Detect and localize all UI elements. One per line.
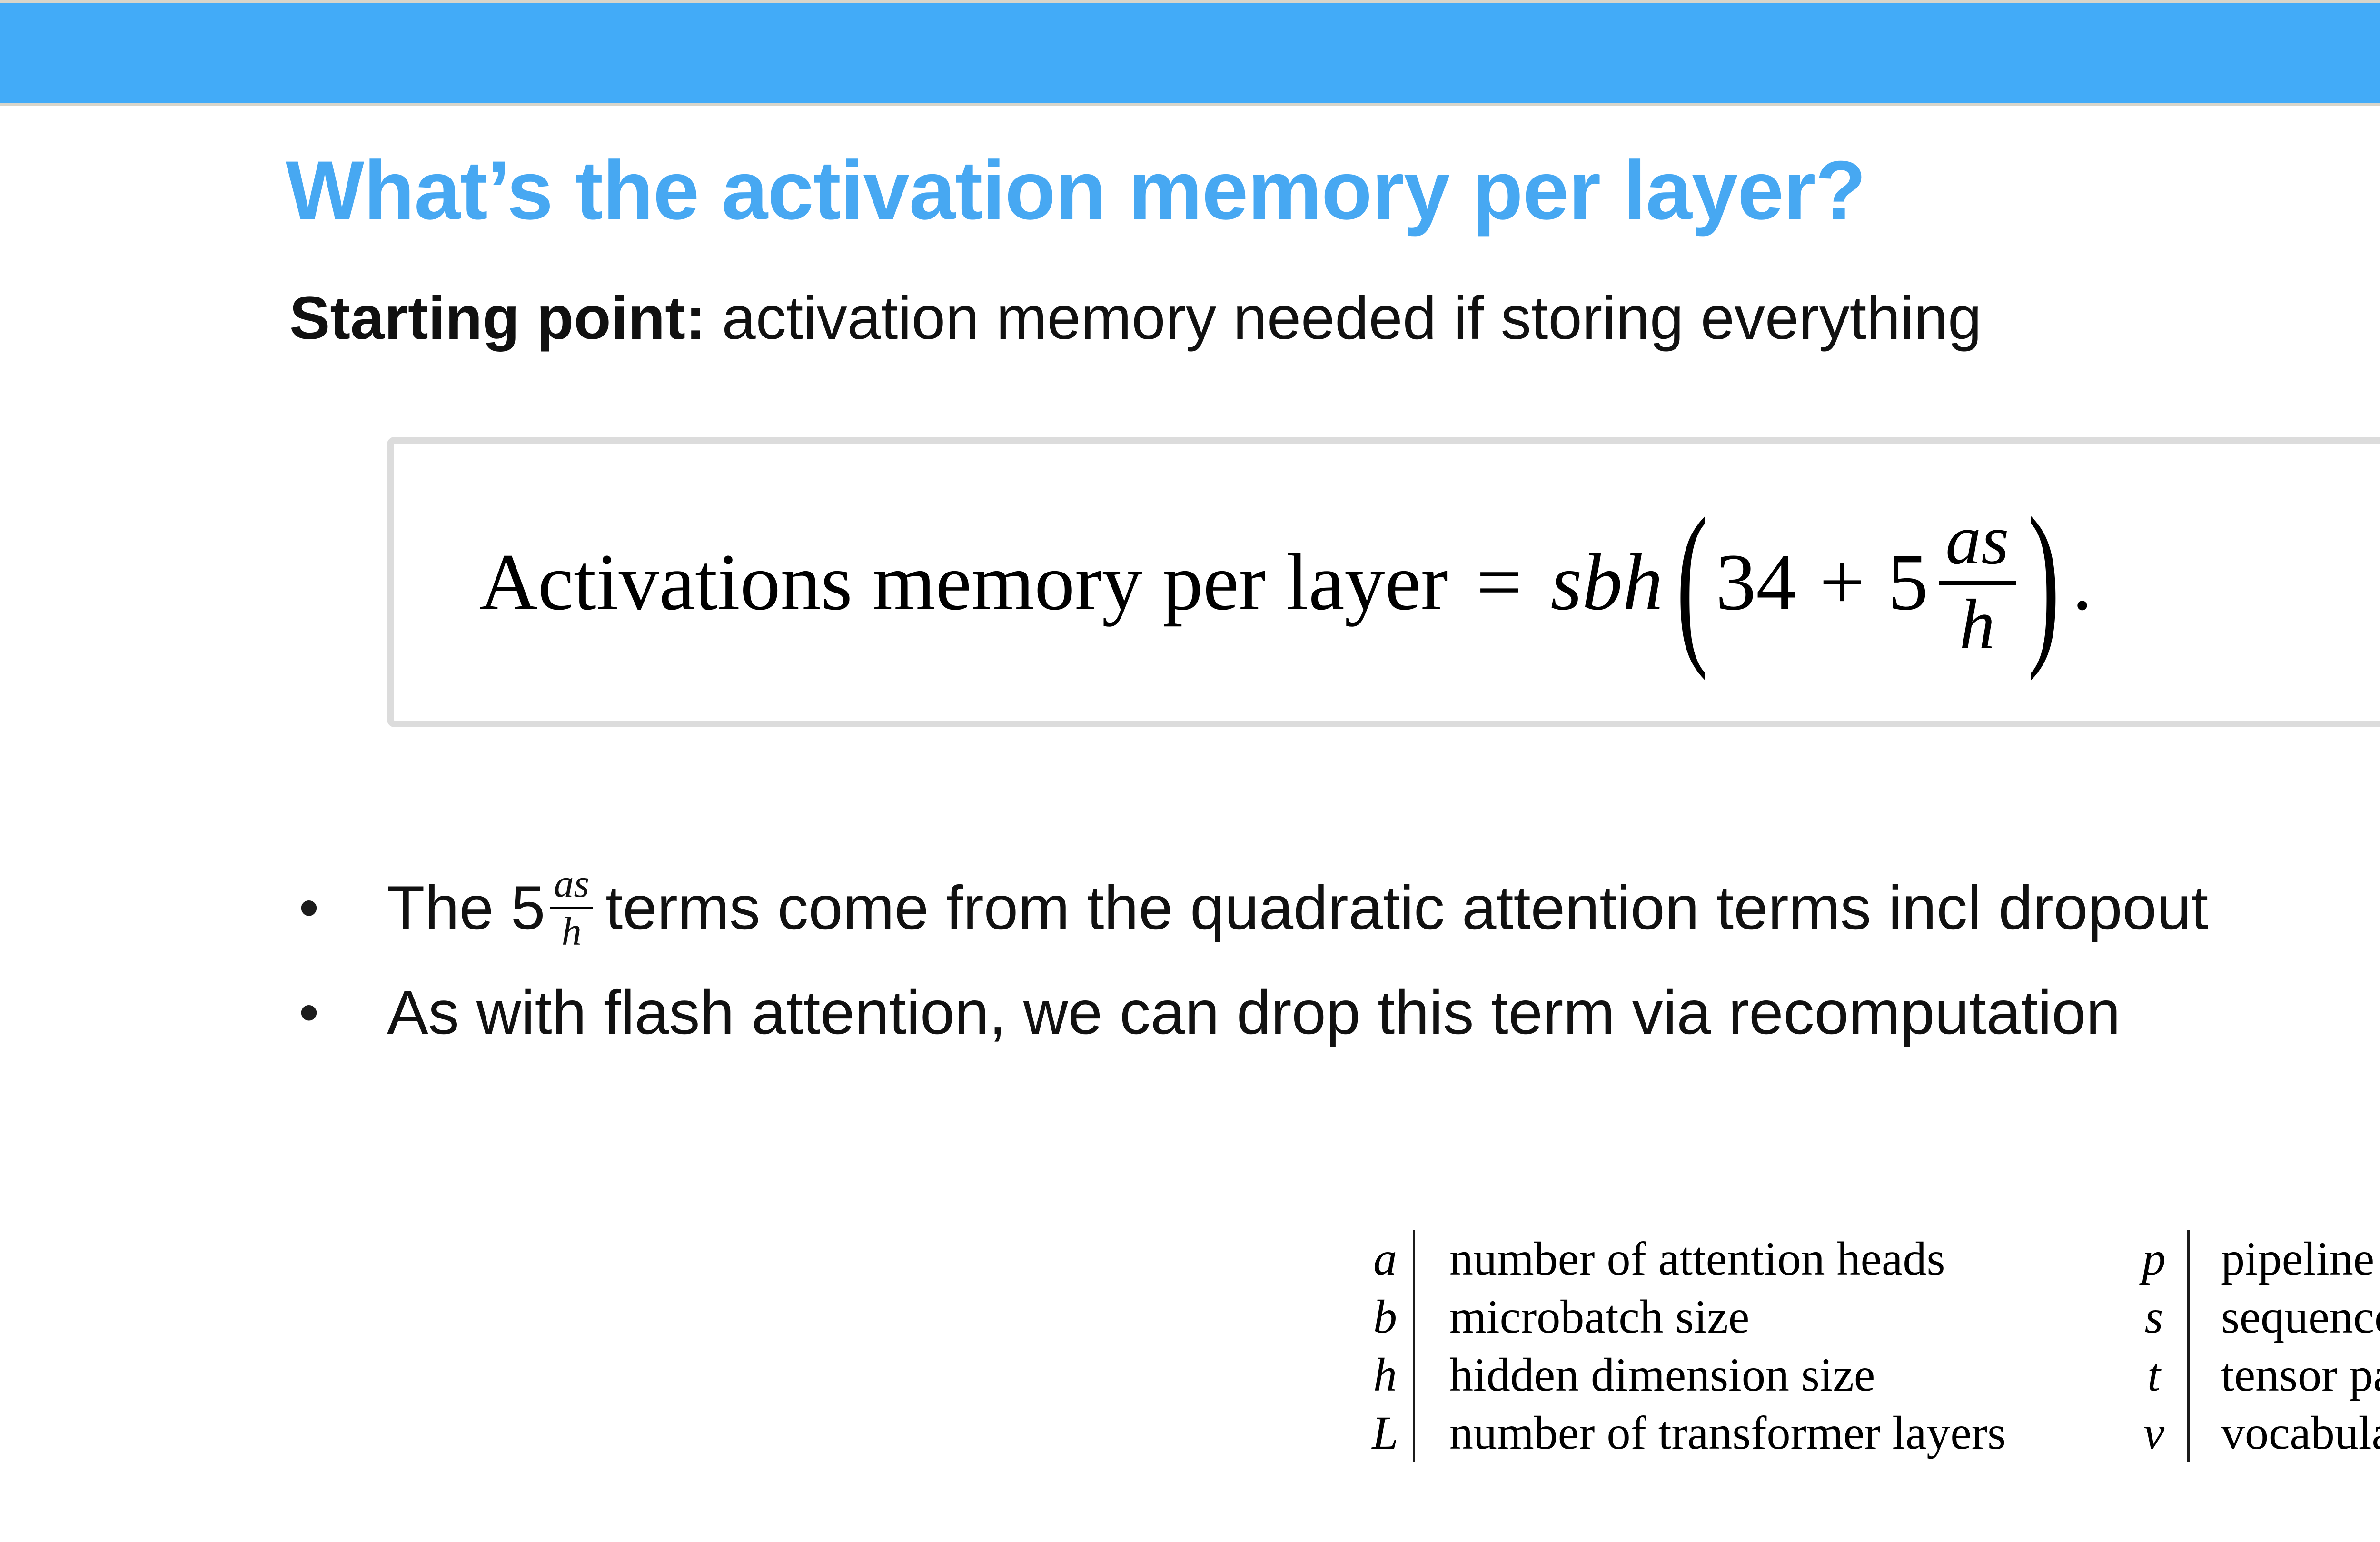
glossary-symbol: s [2144,1290,2163,1343]
formula-box: Activations memory per layer = sbh ( 34 … [387,437,2380,727]
glossary-symbol: v [2143,1406,2165,1459]
fraction-denominator: h [1959,584,1995,664]
plus-sign: + [1819,537,1865,627]
inline-fraction-numerator: as [550,863,594,909]
starting-point-text: activation memory needed if storing ever… [722,284,1982,352]
glossary-definition: hidden dimension size [1413,1346,1875,1404]
open-paren: ( [1676,482,1708,682]
bullet-item-flash-attention: • As with flash attention, we can drop t… [299,967,2121,1058]
header-bar [0,3,2380,103]
glossary-row: a number of attention heads [1358,1230,2006,1288]
glossary-symbol: p [2142,1232,2166,1285]
starting-point-label: Starting point: [289,284,706,352]
top-edge-strip [0,0,2380,3]
fraction-as-over-h: as h [1939,504,2016,664]
glossary-definition: microbatch size [1413,1288,1749,1346]
glossary-definition: pipeline parallel size [2187,1230,2380,1288]
bullet-text: As with flash attention, we can drop thi… [387,978,2121,1047]
fraction-numerator: as [1939,504,2016,585]
bullet-1-pre: The 5 [387,873,545,942]
bullet-1-post: terms come from the quadratic attention … [605,873,2209,942]
formula-lhs: Activations memory per layer [479,537,1448,627]
glossary-row: v vocabulary size [2121,1404,2380,1462]
glossary-symbol: t [2147,1348,2161,1401]
glossary-row: L number of transformer layers [1358,1404,2006,1462]
glossary-definition: number of attention heads [1413,1230,1945,1288]
formula-factor-sbh: sbh [1550,537,1663,627]
glossary-definition: vocabulary size [2187,1404,2380,1462]
glossary-row: t tensor parallel size [2121,1346,2380,1404]
page-title: What’s the activation memory per layer? [286,144,1866,237]
glossary-symbol: a [1373,1232,1397,1285]
glossary-symbol: L [1372,1406,1398,1459]
glossary-symbol: b [1373,1290,1397,1343]
variable-glossary-left: a number of attention heads b microbatch… [1358,1230,2006,1462]
glossary-definition: tensor parallel size [2187,1346,2380,1404]
glossary-definition: number of transformer layers [1413,1404,2006,1462]
glossary-row: h hidden dimension size [1358,1346,2006,1404]
equals-sign: = [1476,537,1522,627]
glossary-symbol: h [1373,1348,1397,1401]
formula-constant-34: 34 [1716,537,1797,627]
header-bottom-strip [0,103,2380,106]
formula-coefficient-5: 5 [1888,537,1929,627]
starting-point-line: Starting point:activation memory needed … [289,282,1982,355]
glossary-definition: sequence length [2187,1288,2380,1346]
bullet-marker: • [299,980,319,1044]
bullet-marker: • [299,876,319,939]
close-paren: ) [2028,482,2060,682]
variable-glossary-right: p pipeline parallel size s sequence leng… [2121,1230,2380,1462]
glossary-row: b microbatch size [1358,1288,2006,1346]
glossary-row: s sequence length [2121,1288,2380,1346]
formula-period: . [2072,537,2092,627]
inline-fraction-denominator: h [561,909,582,954]
activation-memory-formula: Activations memory per layer = sbh ( 34 … [479,491,2092,672]
glossary-row: p pipeline parallel size [2121,1230,2380,1288]
